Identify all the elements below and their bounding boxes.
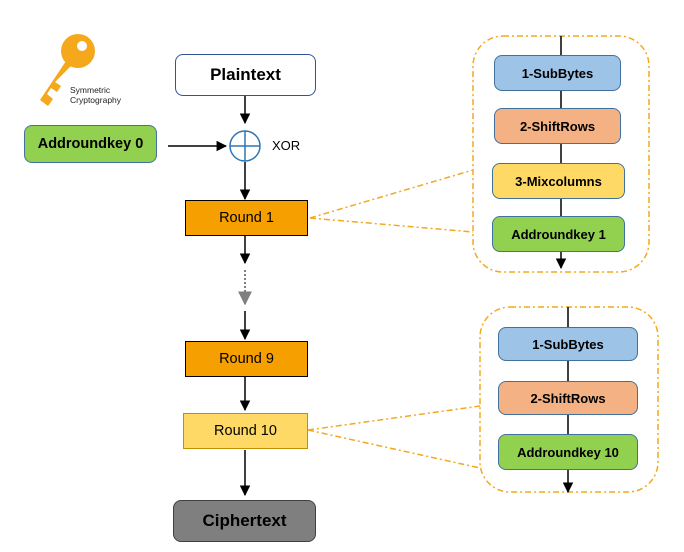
final-step-addroundkey-10: Addroundkey 10 bbox=[498, 434, 638, 470]
round-9-node: Round 9 bbox=[185, 341, 308, 377]
final-callout-leader-bottom bbox=[307, 429, 481, 469]
addroundkey-0-label: Addroundkey 0 bbox=[37, 136, 144, 152]
final-step-shiftrows-label: 2-ShiftRows bbox=[530, 390, 606, 406]
step-mixcolumns: 3-Mixcolumns bbox=[492, 163, 625, 199]
step-shiftrows: 2-ShiftRows bbox=[494, 108, 621, 144]
round-1-label: Round 1 bbox=[219, 210, 274, 226]
final-step-subbytes-label: 1-SubBytes bbox=[532, 336, 604, 352]
xor-label: XOR bbox=[272, 138, 301, 153]
round-10-label: Round 10 bbox=[214, 423, 277, 439]
xor-symbol bbox=[229, 130, 261, 162]
step-mixcolumns-label: 3-Mixcolumns bbox=[515, 173, 602, 189]
plaintext-label: Plaintext bbox=[210, 65, 281, 84]
step-shiftrows-label: 2-ShiftRows bbox=[519, 118, 596, 134]
step-subbytes: 1-SubBytes bbox=[494, 55, 621, 91]
ciphertext-label: Ciphertext bbox=[202, 511, 287, 530]
round-10-node: Round 10 bbox=[183, 413, 308, 449]
logo-text: Symmetric Cryptography bbox=[70, 85, 121, 105]
round-9-label: Round 9 bbox=[219, 351, 274, 367]
logo-line-1: Symmetric bbox=[70, 85, 111, 95]
plaintext-node: Plaintext bbox=[175, 54, 316, 96]
addroundkey-0-node: Addroundkey 0 bbox=[24, 125, 157, 163]
final-step-subbytes: 1-SubBytes bbox=[498, 327, 638, 361]
callout-leader-top bbox=[309, 169, 474, 219]
ciphertext-node: Ciphertext bbox=[173, 500, 316, 542]
step-addroundkey-1-label: Addroundkey 1 bbox=[511, 226, 606, 242]
key-icon bbox=[40, 34, 95, 106]
round-1-node: Round 1 bbox=[185, 200, 308, 236]
callout-leader-bottom bbox=[309, 217, 474, 233]
step-subbytes-label: 1-SubBytes bbox=[521, 65, 594, 81]
step-addroundkey-1: Addroundkey 1 bbox=[492, 216, 625, 252]
final-step-shiftrows: 2-ShiftRows bbox=[498, 381, 638, 415]
logo-line-2: Cryptography bbox=[70, 95, 122, 105]
final-callout-leader-top bbox=[307, 405, 481, 431]
final-step-addroundkey-10-label: Addroundkey 10 bbox=[517, 444, 619, 460]
